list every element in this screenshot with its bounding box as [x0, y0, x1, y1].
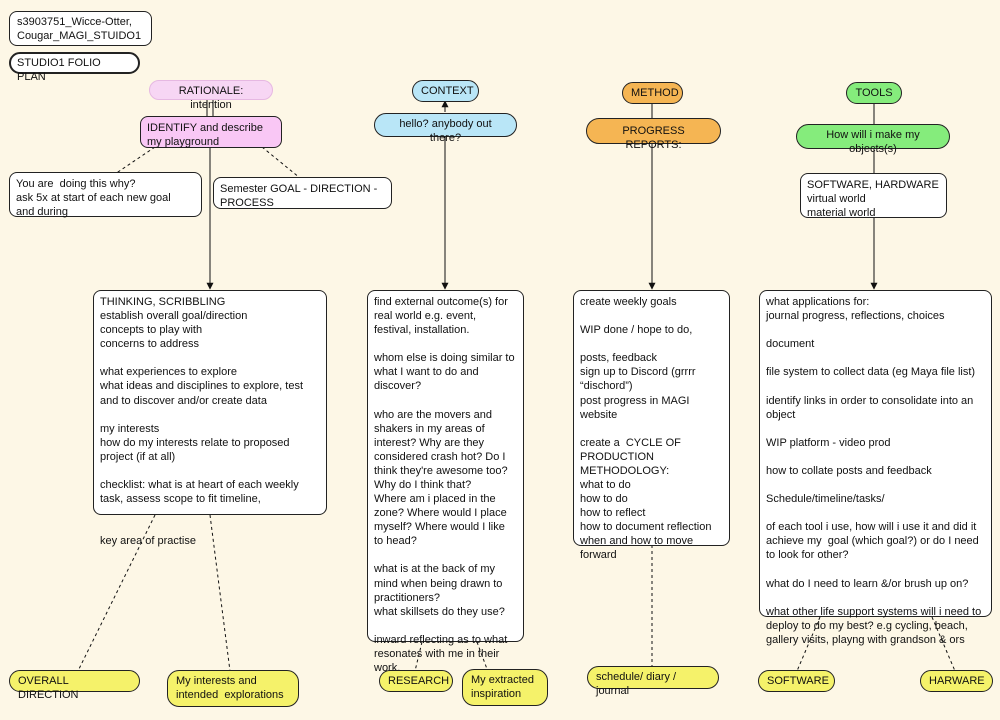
method-body-node: create weekly goals WIP done / hope to d… [573, 290, 730, 561]
hello-node: hello? anybody out there? [374, 113, 517, 144]
context-heading: CONTEXT [412, 80, 479, 102]
tools-heading: TOOLS [846, 82, 902, 104]
connector-tools-hardware [931, 616, 956, 672]
context-body-node: find external outcome(s) for real world … [367, 290, 524, 674]
folio-plan-title: STUDIO1 FOLIO PLAN [9, 52, 140, 83]
rationale-heading: RATIONALE: intention [149, 80, 273, 111]
author-label: s3903751_Wicce-Otter, Cougar_MAGI_STUIDO… [9, 11, 152, 46]
connector-context-inspiration [476, 641, 488, 670]
semester-goal-node: Semester GOAL - DIRECTION - PROCESS [213, 177, 392, 209]
hardware-node: HARWARE [920, 670, 993, 692]
method-heading: METHOD [622, 82, 683, 104]
software-node: SOFTWARE [758, 670, 835, 692]
connector-identify-goal [261, 146, 301, 179]
interests-explorations-node: My interests and intended explorations [167, 670, 299, 707]
extracted-inspiration-node: My extracted inspiration [462, 669, 548, 706]
overall-direction-node: OVERALL DIRECTION [9, 670, 140, 701]
thinking-scribbling-node: THINKING, SCRIBBLING establish overall g… [93, 290, 327, 547]
connector-identify-why [111, 146, 156, 177]
connector-tools-software [796, 616, 821, 672]
connector-thinking-overall [76, 514, 156, 674]
schedule-diary-journal-node: schedule/ diary / journal [587, 666, 719, 697]
research-node: RESEARCH [379, 670, 453, 692]
why-node: You are doing this why? ask 5x at start … [9, 172, 202, 218]
connector-thinking-interests [209, 514, 231, 672]
tools-body-node: what applications for: journal progress,… [759, 290, 992, 646]
software-hardware-node: SOFTWARE, HARDWARE virtual world materia… [800, 173, 947, 219]
identify-playground-node: IDENTIFY and describe my playground [140, 116, 282, 148]
how-make-objects-node: How will i make my objects(s) [796, 124, 950, 155]
connector-context-research [414, 641, 423, 672]
progress-reports-node: PROGRESS REPORTS: [586, 118, 721, 151]
